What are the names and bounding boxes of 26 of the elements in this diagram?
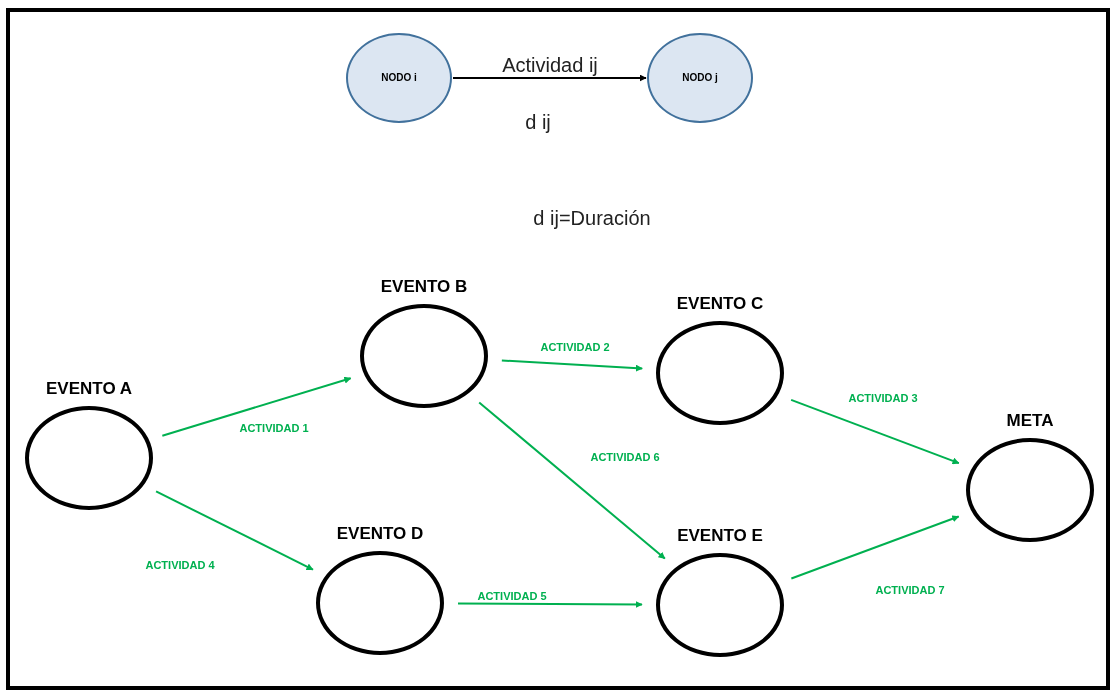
edge-label: ACTIVIDAD 4 [145,557,215,573]
edge-label: ACTIVIDAD 5 [477,588,547,604]
arrow [452,74,647,82]
arrow [790,515,960,580]
note-text: d ij [525,110,551,135]
node-label: NODO j [681,71,719,85]
arrow [161,376,352,437]
arrow [457,601,643,608]
edge-label: ACTIVIDAD 6 [590,449,660,465]
arrow [500,359,644,372]
arrow [478,401,666,560]
edge-label: ACTIVIDAD 7 [875,582,945,598]
event-label: META [1006,410,1054,432]
event-label: EVENTO E [677,525,763,547]
edge-label: ACTIVIDAD 1 [239,420,309,436]
note-text: d ij=Duración [533,206,651,231]
event-label: EVENTO B [380,276,468,298]
event-label: EVENTO D [336,523,424,545]
arrow [790,398,960,465]
event-label: EVENTO C [676,293,764,315]
edge-label: ACTIVIDAD 3 [848,390,918,406]
arrow [155,490,314,571]
edge-label: ACTIVIDAD 2 [540,339,610,355]
event-label: EVENTO A [46,378,132,400]
node-label: NODO i [380,71,418,85]
edge-label: Actividad ij [502,53,598,78]
